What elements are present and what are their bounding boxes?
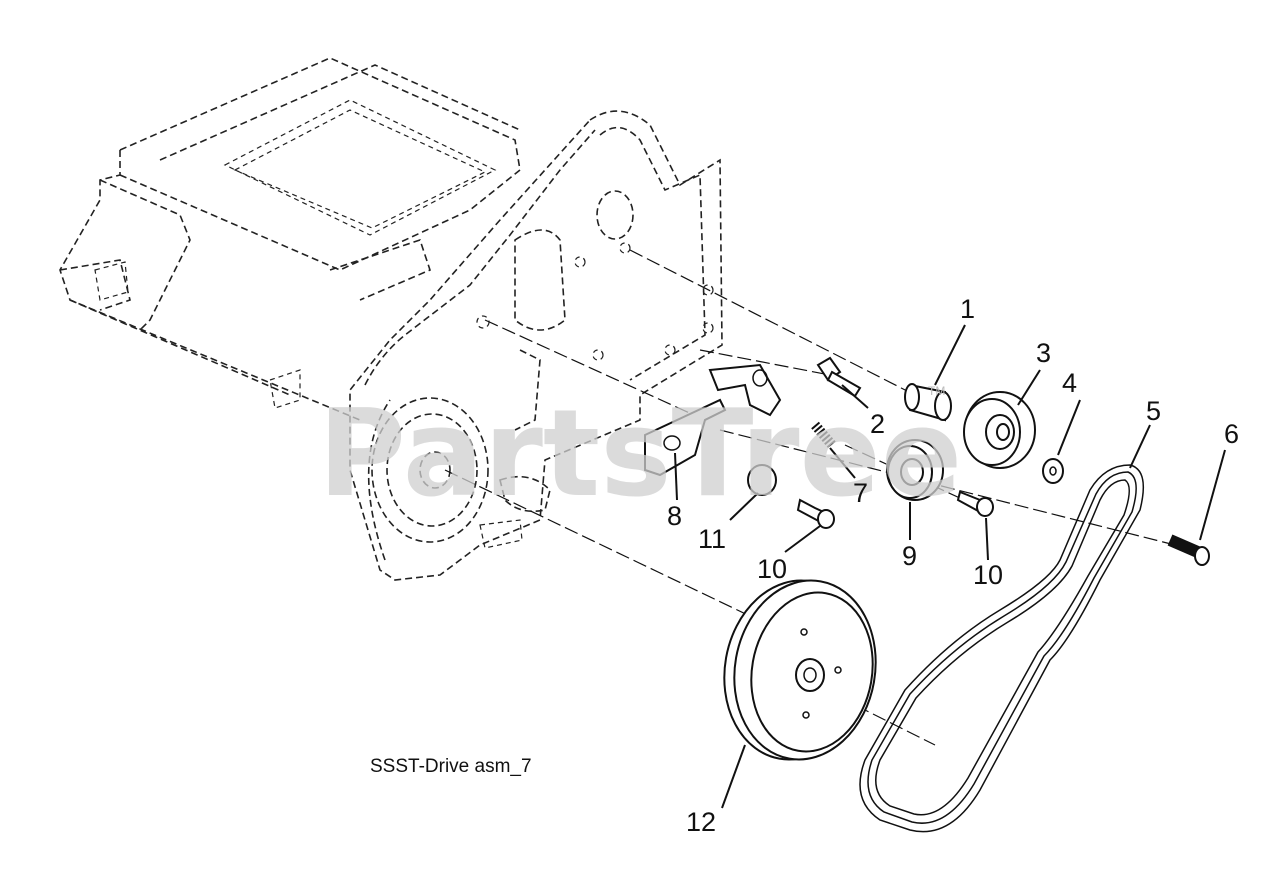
shoulder-bolt xyxy=(816,356,862,398)
spacer-tube xyxy=(904,383,952,422)
callout-10-left: 10 xyxy=(757,554,787,584)
callout-6: 6 xyxy=(1224,419,1239,449)
callout-9: 9 xyxy=(902,541,917,571)
watermark-text: PartsTree xyxy=(318,385,962,524)
callout-leader-lines xyxy=(674,324,1226,809)
screw-right xyxy=(956,490,994,517)
side-panel-outline xyxy=(349,110,723,581)
assembly-centerlines xyxy=(444,249,1176,746)
callout-5: 5 xyxy=(1146,396,1161,426)
screw-left xyxy=(796,498,835,529)
callout-7: 7 xyxy=(853,478,868,508)
callout-4: 4 xyxy=(1062,368,1077,398)
callout-3: 3 xyxy=(1036,338,1051,368)
watermark-trademark: TM xyxy=(928,384,945,398)
callout-1: 1 xyxy=(960,294,975,324)
callout-2: 2 xyxy=(870,409,885,439)
callout-8: 8 xyxy=(667,501,682,531)
idler-pulley xyxy=(963,391,1036,469)
v-belt xyxy=(859,464,1145,833)
callout-11: 11 xyxy=(698,524,726,554)
diagram-caption: SSST-Drive asm_7 xyxy=(370,756,532,777)
hex-bolt xyxy=(1167,534,1210,566)
flat-idler-pulley xyxy=(886,439,944,501)
spring xyxy=(811,421,836,449)
idler-bracket xyxy=(644,363,782,477)
flat-washer xyxy=(747,464,777,496)
washer xyxy=(1042,458,1064,484)
auger-housing-outline xyxy=(59,57,521,421)
callout-12: 12 xyxy=(686,807,716,837)
drive-pulley xyxy=(723,579,877,761)
callout-10-right: 10 xyxy=(973,560,1003,590)
